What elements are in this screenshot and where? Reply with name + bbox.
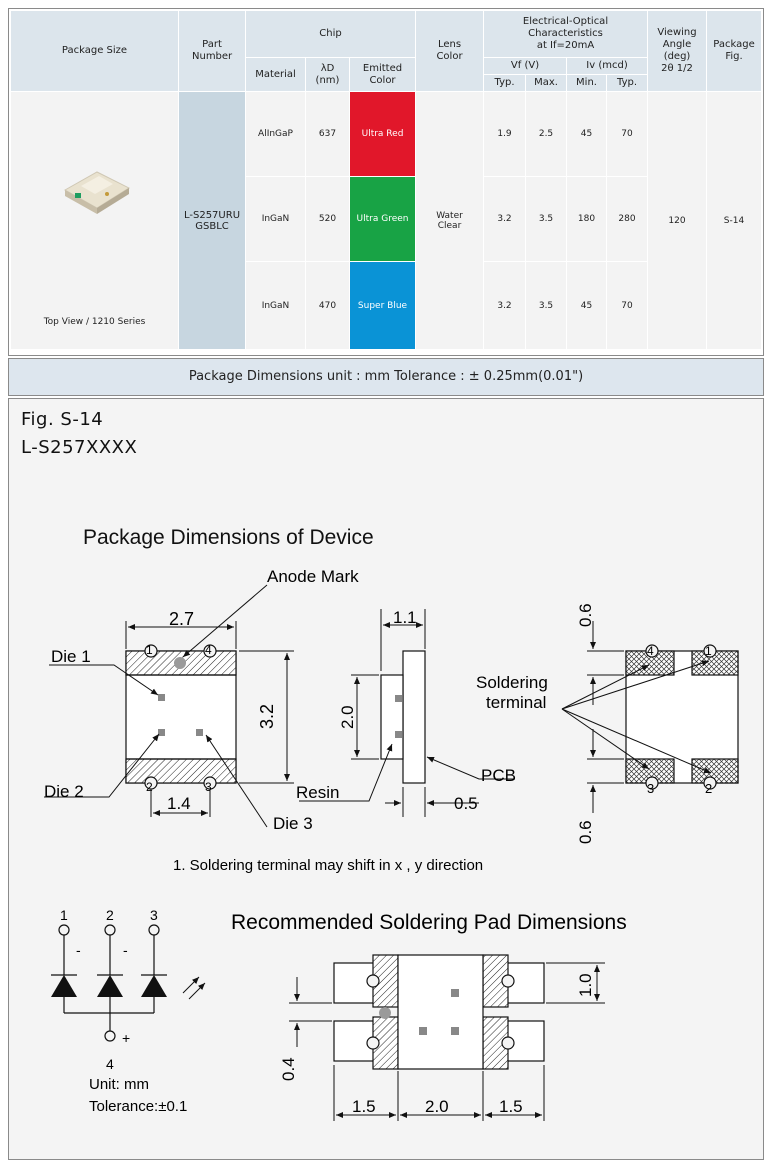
led-package-image	[63, 171, 131, 214]
dim-1-4: 1.4	[167, 794, 191, 813]
row2-material: InGaN	[246, 177, 306, 262]
schem-plus: +	[122, 1030, 130, 1046]
header-vf: Vf (V)	[484, 58, 568, 75]
header-package-fig: Package Fig.	[707, 11, 763, 92]
header-vf-max: Max.	[526, 75, 568, 92]
dimensions-text: Package Dimensions unit : mm Tolerance :…	[188, 369, 584, 384]
schem-minus-2: -	[123, 942, 128, 958]
package-image-cell: Top View / 1210 Series	[11, 92, 179, 350]
row2-iv-min: 180	[567, 177, 608, 262]
spec-table-frame: Package Size Part Number Chip Lens Color…	[8, 8, 764, 356]
pad-dim-1-0: 1.0	[576, 973, 595, 997]
pad-dim-1-5-left: 1.5	[352, 1097, 376, 1116]
spec-table: Package Size Part Number Chip Lens Color…	[11, 11, 763, 350]
pad-dim-1-5-right: 1.5	[499, 1097, 523, 1116]
top-pad-1: 1	[146, 643, 153, 657]
row3-vf-max: 3.5	[526, 262, 568, 350]
unit-label: Unit: mm	[89, 1076, 149, 1093]
soldering-label-2: terminal	[486, 693, 546, 712]
schem-pin-2: 2	[106, 907, 114, 923]
header-part-number: Part Number	[179, 11, 246, 92]
dim-2-7: 2.7	[169, 609, 194, 629]
header-material: Material	[246, 58, 306, 92]
soldering-label-1: Soldering	[476, 673, 548, 692]
row3-iv-min: 45	[567, 262, 608, 350]
fig-id: Fig. S-14	[21, 409, 104, 430]
top-view	[125, 644, 237, 790]
bottom-pad-3: 3	[647, 781, 654, 796]
dimensions-bar: Package Dimensions unit : mm Tolerance :…	[8, 358, 764, 396]
row1-iv-min: 45	[567, 92, 608, 177]
dim-1-1: 1.1	[393, 608, 417, 627]
circuit-schematic	[51, 924, 167, 1042]
pad-dim-0-4: 0.4	[279, 1057, 298, 1081]
row1-vf-max: 2.5	[526, 92, 568, 177]
header-vf-typ: Typ.	[484, 75, 527, 92]
package-fig-cell: S-14	[707, 92, 763, 350]
bottom-view	[625, 644, 739, 790]
row3-material: InGaN	[246, 262, 306, 350]
dim-0-5: 0.5	[454, 794, 478, 813]
header-emitted-color: Emitted Color	[350, 58, 417, 92]
bottom-pad-1: 1	[705, 644, 712, 658]
schem-pin-3: 3	[150, 907, 158, 923]
schem-pin-1: 1	[60, 907, 68, 923]
row1-iv-typ: 70	[607, 92, 649, 177]
header-iv-typ: Typ.	[607, 75, 649, 92]
resin-label: Resin	[296, 783, 339, 802]
header-chip: Chip	[246, 11, 417, 58]
row3-vf-typ: 3.2	[484, 262, 527, 350]
row2-color: Ultra Green	[350, 177, 417, 262]
bottom-pad-2: 2	[705, 781, 712, 796]
bottom-pad-4: 4	[647, 644, 654, 658]
schem-minus-1: -	[76, 942, 81, 958]
pad-dim-2-0: 2.0	[425, 1097, 449, 1116]
tolerance-label: Tolerance:±0.1	[89, 1098, 187, 1115]
row1-color: Ultra Red	[350, 92, 417, 177]
dim-0-6-top: 0.6	[576, 603, 595, 627]
row3-color: Super Blue	[350, 262, 417, 350]
top-pad-2: 2	[146, 780, 153, 794]
header-lambda: λD(nm)	[306, 58, 350, 92]
die2-label: Die 2	[44, 782, 84, 801]
viewing-angle-cell: 120	[648, 92, 708, 350]
fig-model: L-S257XXXX	[21, 437, 138, 458]
header-lens-color: Lens Color	[416, 11, 485, 92]
dim-2-0: 2.0	[338, 705, 357, 729]
dim-0-6-bottom: 0.6	[576, 820, 595, 844]
pcb-label: PCB	[481, 766, 516, 785]
row1-material: AlInGaP	[246, 92, 306, 177]
side-view	[380, 650, 426, 784]
row2-lambda: 520	[306, 177, 350, 262]
shift-note: 1. Soldering terminal may shift in x , y…	[173, 857, 483, 874]
top-pad-3: 3	[205, 780, 212, 794]
dim-3-2: 3.2	[257, 704, 277, 729]
top-pad-4: 4	[205, 643, 212, 657]
schem-pin-4: 4	[106, 1056, 114, 1072]
header-iv-min: Min.	[567, 75, 608, 92]
row2-vf-typ: 3.2	[484, 177, 527, 262]
row1-vf-typ: 1.9	[484, 92, 527, 177]
header-package-size: Package Size	[11, 11, 179, 92]
die3-label: Die 3	[273, 814, 313, 833]
row3-lambda: 470	[306, 262, 350, 350]
die1-label: Die 1	[51, 647, 91, 666]
pad-layout	[333, 954, 545, 1070]
package-caption: Top View / 1210 Series	[43, 317, 146, 327]
figure-frame: Fig. S-14 L-S257XXXX Package Dimensions …	[8, 398, 764, 1160]
row3-iv-typ: 70	[607, 262, 649, 350]
light-emit-icon	[182, 976, 206, 1000]
anode-mark-label: Anode Mark	[267, 567, 359, 586]
header-viewing-angle: Viewing Angle(deg)2θ 1/2	[648, 11, 708, 92]
pad-title: Recommended Soldering Pad Dimensions	[231, 911, 627, 934]
row2-iv-typ: 280	[607, 177, 649, 262]
dimension-drawing: Package Dimensions of Device 1 4 2 3	[44, 526, 739, 1121]
header-iv: Iv (mcd)	[567, 58, 649, 75]
row2-vf-max: 3.5	[526, 177, 568, 262]
device-title: Package Dimensions of Device	[83, 526, 374, 549]
row1-lambda: 637	[306, 92, 350, 177]
